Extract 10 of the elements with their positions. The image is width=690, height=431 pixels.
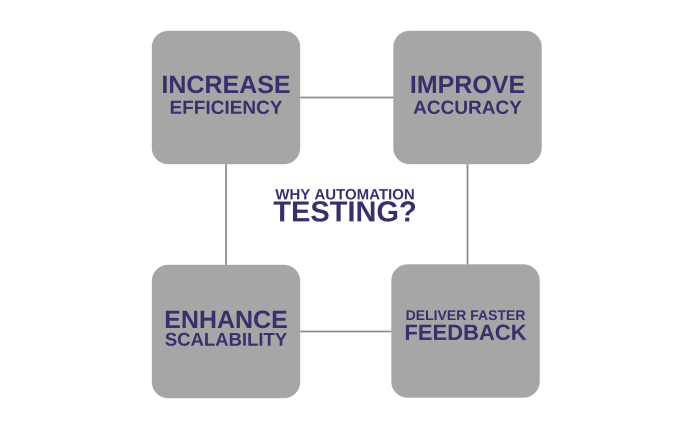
process-box: ENHANCE SCALABILITY [152, 264, 300, 398]
connector-line [466, 164, 468, 264]
connector-line [225, 164, 227, 265]
process-box: INCREASE EFFICIENCY [152, 30, 300, 164]
process-box: IMPROVE ACCURACY [393, 30, 542, 164]
heading: TESTING? [274, 201, 416, 222]
connector-line [300, 96, 394, 98]
process-box: DELIVER FASTER FEEDBACK [391, 264, 540, 398]
heading: WHY AUTOMATION [275, 188, 414, 200]
connector-line [300, 330, 392, 332]
